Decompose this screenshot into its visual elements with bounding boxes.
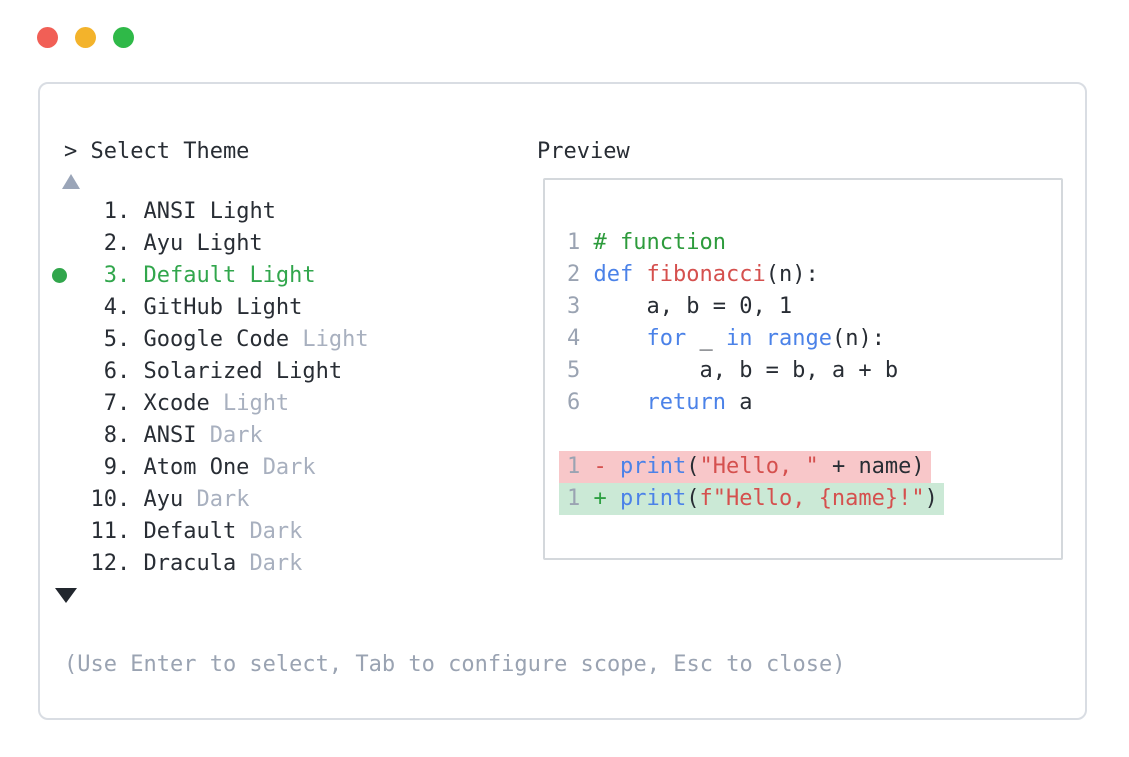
- code-line: 3 a, b = 0, 1: [567, 291, 1061, 323]
- theme-list-item[interactable]: 5. Google Code Light: [64, 324, 369, 356]
- theme-item-label: 12. Dracula: [64, 551, 250, 576]
- theme-item-variant: Dark: [249, 551, 303, 576]
- line-number: 5: [567, 358, 594, 383]
- theme-list-item[interactable]: 2. Ayu Light: [64, 228, 369, 260]
- code-token-keyword: in: [725, 326, 753, 351]
- theme-item-variant: Light: [236, 295, 303, 320]
- theme-item-label: 1. ANSI: [64, 199, 210, 224]
- code-token-string: f"Hello, {name}!": [699, 486, 925, 511]
- theme-item-variant: Light: [302, 327, 369, 352]
- code-token-plain: ): [924, 486, 938, 511]
- theme-item-label: 5. Google Code: [64, 327, 303, 352]
- theme-item-variant: Light: [209, 199, 276, 224]
- code-token-keyword: print: [620, 486, 687, 511]
- code-token-plain: _: [686, 326, 726, 351]
- code-token-plain: a: [725, 390, 753, 415]
- theme-list-item[interactable]: 10. Ayu Dark: [64, 484, 369, 516]
- code-line: 5 a, b = b, a + b: [567, 355, 1061, 387]
- line-number: 6: [567, 390, 594, 415]
- code-token-string: "Hello, ": [699, 454, 819, 479]
- theme-item-variant: Light: [196, 231, 263, 256]
- code-token-plain: a, b = b, a + b: [593, 358, 899, 383]
- code-line: 1 # function: [567, 227, 1061, 259]
- theme-item-variant: Light: [275, 359, 343, 384]
- code-token-function: fibonacci: [646, 262, 766, 287]
- theme-list-item[interactable]: 7. Xcode Light: [64, 388, 369, 420]
- line-number: 2: [567, 262, 594, 287]
- theme-item-label: 10. Ayu: [64, 487, 197, 512]
- code-token-plain: [594, 326, 647, 351]
- scroll-up-icon[interactable]: [62, 174, 80, 189]
- code-token-plain: (: [686, 454, 700, 479]
- preview-title: Preview: [537, 139, 630, 164]
- theme-list-item[interactable]: 11. Default Dark: [64, 516, 369, 548]
- diff-added-highlight: 1 + print(f"Hello, {name}!"): [559, 483, 944, 515]
- code-token-keyword: print: [620, 454, 687, 479]
- theme-list: 1. ANSI Light 2. Ayu Light 3. Default Li…: [64, 196, 369, 580]
- blank-line: [567, 419, 1061, 451]
- line-number: 1: [567, 230, 594, 255]
- theme-item-variant: Light: [222, 391, 290, 416]
- code-token-keyword: def: [593, 262, 634, 287]
- theme-item-variant: Dark: [209, 423, 263, 448]
- line-number: 1: [567, 486, 594, 511]
- code-token-keyword: range: [765, 326, 832, 351]
- theme-item-variant: Dark: [196, 487, 250, 512]
- traffic-lights: [37, 27, 134, 48]
- line-number: 1: [567, 454, 594, 479]
- code-token-plain: (n):: [765, 262, 819, 287]
- theme-item-variant: Dark: [262, 455, 316, 480]
- diff-minus-sign: -: [593, 454, 620, 479]
- theme-list-item[interactable]: 6. Solarized Light: [64, 356, 369, 388]
- theme-item-label: 3. Default: [64, 263, 250, 288]
- code-token-keyword: for: [646, 326, 687, 351]
- diff-plus-sign: +: [593, 486, 620, 511]
- code-token-plain: [594, 390, 647, 415]
- diff-removed-highlight: 1 - print("Hello, " + name): [559, 451, 931, 483]
- code-token-plain: a, b = 0, 1: [593, 294, 793, 319]
- theme-item-label: 11. Default: [64, 519, 250, 544]
- line-number: 4: [567, 326, 594, 351]
- selected-indicator-dot: [52, 268, 67, 283]
- theme-item-label: 7. Xcode: [64, 391, 223, 416]
- theme-item-label: 2. Ayu: [64, 231, 197, 256]
- code-line: 4 for _ in range(n):: [567, 323, 1061, 355]
- theme-item-label: 4. GitHub: [64, 295, 237, 320]
- code-line: 6 return a: [567, 387, 1061, 419]
- code-token-plain: + name): [818, 454, 925, 479]
- code-token-plain: [752, 326, 765, 351]
- theme-list-item[interactable]: 8. ANSI Dark: [64, 420, 369, 452]
- theme-picker-window: > Select Theme Preview 1. ANSI Light 2. …: [38, 82, 1087, 720]
- theme-list-item[interactable]: 9. Atom One Dark: [64, 452, 369, 484]
- code-token-plain: (n):: [831, 326, 885, 351]
- diff-removed-line: 1 - print("Hello, " + name): [559, 451, 1061, 483]
- hint-text: (Use Enter to select, Tab to configure s…: [64, 652, 846, 677]
- theme-list-item[interactable]: 12. Dracula Dark: [64, 548, 369, 580]
- select-theme-header: > Select Theme: [64, 139, 250, 164]
- minimize-button[interactable]: [75, 27, 96, 48]
- diff-added-line: 1 + print(f"Hello, {name}!"): [559, 483, 1061, 515]
- zoom-button[interactable]: [113, 27, 134, 48]
- code-token-comment: # function: [593, 230, 726, 255]
- line-number: 3: [567, 294, 594, 319]
- theme-list-item[interactable]: 4. GitHub Light: [64, 292, 369, 324]
- theme-list-item[interactable]: 3. Default Light: [64, 260, 369, 292]
- theme-item-label: 8. ANSI: [64, 423, 210, 448]
- theme-item-variant: Dark: [249, 519, 303, 544]
- theme-list-item[interactable]: 1. ANSI Light: [64, 196, 369, 228]
- theme-item-variant: Light: [249, 263, 316, 288]
- code-token-plain: (: [686, 486, 700, 511]
- scroll-down-icon[interactable]: [55, 588, 77, 603]
- code-line: 2 def fibonacci(n):: [567, 259, 1061, 291]
- theme-item-label: 6. Solarized: [64, 359, 276, 384]
- theme-item-label: 9. Atom One: [64, 455, 263, 480]
- code-token-plain: [633, 262, 646, 287]
- close-button[interactable]: [37, 27, 58, 48]
- code-token-keyword: return: [646, 390, 726, 415]
